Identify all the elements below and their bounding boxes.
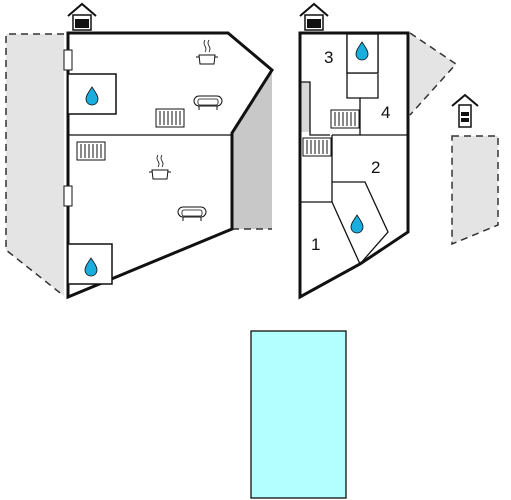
water-drop-icon [350,214,364,234]
sofa-icon [177,206,207,222]
left-building-walls [66,31,274,300]
room-label-1: 1 [311,235,320,254]
radiator-icon [155,108,185,128]
terrace-left-edge [5,33,65,297]
terrace-balcony [410,33,456,115]
window-icon [63,49,73,71]
house-entrance-icon [67,3,97,31]
room-4-walls [360,74,408,136]
sofa-icon [193,95,223,111]
room-label-3: 3 [324,48,333,67]
terrace-side-edge [451,135,499,246]
terrace-side [452,136,498,244]
radiator-icon [76,141,106,161]
room-label-4: 4 [381,103,390,122]
house-entrance-icon [299,3,329,31]
terrace-strip [300,82,310,132]
stove-icon [195,39,219,65]
terrace-left [6,34,64,296]
annex-entrance-icon [451,93,479,128]
terrace-balcony-edge [409,32,458,116]
radiator-icon [330,109,360,129]
terrace-right-dark [232,70,272,229]
room-2-walls [300,135,389,266]
pool [250,330,347,499]
radiator-icon [302,137,332,157]
stove-icon [148,154,172,180]
window-icon [63,185,73,207]
room-label-2: 2 [371,158,380,177]
right-building-walls [298,31,410,300]
left-bathroom-bottom [67,243,113,285]
